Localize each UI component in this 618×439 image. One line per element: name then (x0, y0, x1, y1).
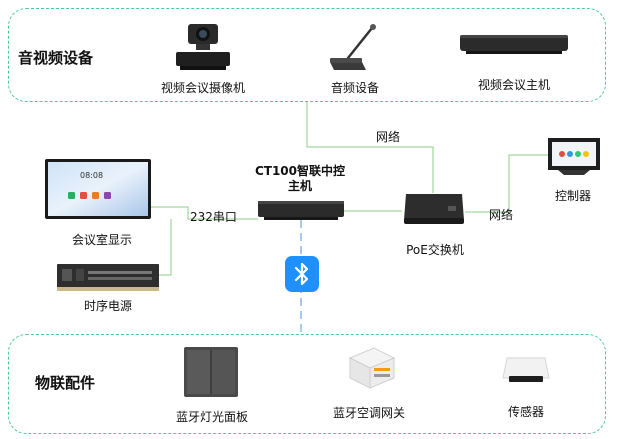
display-screen-icon (45, 159, 151, 219)
power-sequencer-label: 时序电源 (83, 299, 132, 313)
controller-title-line2: 主机 (287, 179, 312, 193)
poe-switch-icon (404, 194, 464, 224)
audio-label: 音频设备 (330, 81, 379, 95)
light-panel-icon (184, 347, 238, 397)
sensor-label: 传感器 (507, 405, 544, 419)
ac-gateway-icon (348, 347, 396, 389)
display-time: 08:08 (80, 171, 104, 180)
power-sequencer-icon (57, 264, 159, 291)
light-panel-label: 蓝牙灯光面板 (175, 410, 248, 424)
ac-gateway-label: 蓝牙空调网关 (332, 406, 405, 420)
network-line-right (465, 154, 548, 213)
bluetooth-icon (285, 256, 319, 292)
control-panel-label: 控制器 (555, 189, 592, 203)
microphone-icon (330, 24, 376, 70)
network-label-right: 网络 (489, 208, 514, 222)
av-devices-group (8, 8, 606, 102)
display-label: 会议室显示 (71, 233, 132, 247)
controller-title: CT100智联中控 主机 (238, 164, 362, 194)
iot-group-title: 物联配件 (35, 374, 96, 392)
controller-title-line1: CT100智联中控 (254, 164, 346, 178)
display-to-controller-line (150, 206, 258, 220)
network-line-top (306, 102, 434, 193)
control-panel-icon (548, 138, 600, 175)
iot-devices-group (8, 334, 606, 434)
camera-label: 视频会议摄像机 (160, 81, 245, 95)
av-group-title: 音视频设备 (18, 49, 94, 67)
power-to-controller-line (158, 219, 172, 276)
serial-label: 232串口 (190, 210, 237, 224)
sensor-icon (502, 357, 550, 382)
network-label-top: 网络 (376, 130, 401, 144)
conference-host-icon (460, 35, 568, 54)
video-camera-icon (176, 24, 230, 70)
host-label: 视频会议主机 (477, 78, 550, 92)
poe-switch-label: PoE交换机 (406, 243, 464, 257)
controller-host-icon (258, 201, 344, 220)
